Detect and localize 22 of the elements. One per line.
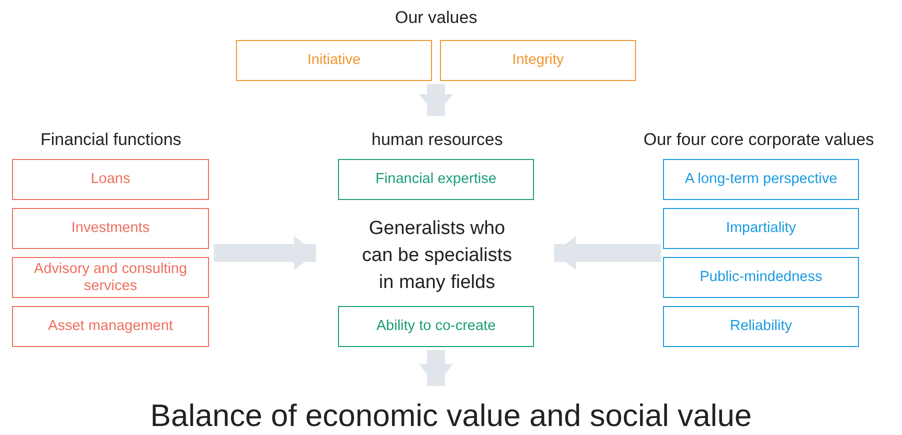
block-arrow: [419, 84, 453, 116]
value-box: Initiative: [236, 40, 432, 81]
value-box: Loans: [12, 159, 209, 200]
block-arrow: [214, 236, 316, 270]
value-box: A long-term perspective: [663, 159, 859, 200]
value-box: Advisory and consulting services: [12, 257, 209, 298]
value-box: Ability to co-create: [338, 306, 534, 347]
value-box: Reliability: [663, 306, 859, 347]
value-box: Integrity: [440, 40, 636, 81]
block-arrow: [419, 350, 453, 386]
value-box: Asset management: [12, 306, 209, 347]
group-heading: human resources: [372, 130, 503, 150]
value-box: Public-mindedness: [663, 257, 859, 298]
block-arrow: [554, 236, 661, 270]
value-box: Investments: [12, 208, 209, 249]
statement-text: Generalists who can be specialists in many fields: [352, 212, 522, 298]
group-heading: Financial functions: [40, 130, 182, 150]
group-heading: Our values: [395, 8, 478, 28]
statement-text: Balance of economic value and social value: [60, 398, 842, 434]
value-box: Impartiality: [663, 208, 859, 249]
value-box: Financial expertise: [338, 159, 534, 200]
group-heading: Our four core corporate values: [644, 130, 874, 150]
